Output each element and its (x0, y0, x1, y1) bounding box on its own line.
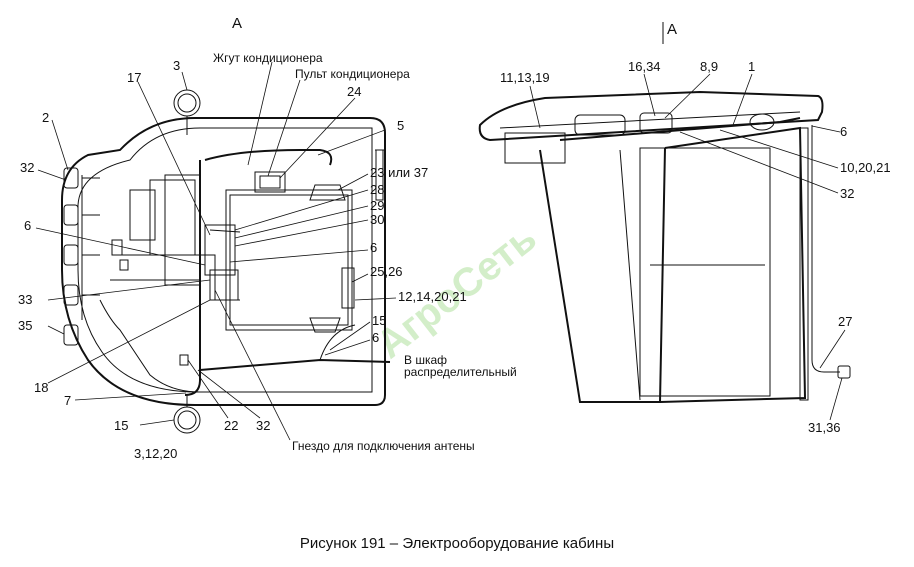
label-7: 7 (64, 393, 71, 408)
left-leaders (35, 61, 397, 441)
ac-control-panel (254, 171, 286, 193)
headliner-panel (229, 194, 349, 326)
fuse-block (209, 269, 239, 301)
left-view (61, 89, 391, 434)
console-block (149, 179, 196, 256)
note-cabinet-1: В шкаф (404, 353, 447, 367)
connector (837, 365, 851, 379)
label-6-right: 6 (840, 124, 847, 139)
label-15-right: 15 (372, 313, 386, 328)
cab-inner-outline (77, 127, 373, 393)
view-label-right: А (667, 21, 677, 38)
roof-unit (504, 132, 566, 164)
label-24: 24 (347, 84, 361, 99)
right-leaders (529, 73, 846, 421)
right-view (478, 22, 851, 403)
label-3: 3 (173, 58, 180, 73)
label-29: 29 (370, 198, 384, 213)
label-23-or-37: 23 или 37 (370, 165, 428, 180)
cab-roof (478, 90, 824, 142)
label-11-13-19: 11,13,19 (500, 70, 550, 85)
label-32-bottom: 32 (256, 418, 270, 433)
relay-block (204, 224, 236, 276)
cab-door (539, 147, 666, 403)
label-3-12-20: 3,12,20 (134, 446, 177, 461)
label-10-20-21: 10,20,21 (840, 160, 891, 175)
cab-side (659, 126, 807, 403)
label-5: 5 (397, 118, 404, 133)
label-33: 33 (18, 292, 32, 307)
label-6-mid: 6 (370, 240, 377, 255)
label-16-34: 16,34 (628, 59, 661, 74)
fan-unit (309, 184, 346, 201)
note-antenna-socket: Гнездо для подключения антены (292, 439, 475, 453)
label-6-low: 6 (372, 330, 379, 345)
label-32-right: 32 (840, 186, 854, 201)
note-cabinet-2: распределительный (404, 365, 517, 379)
cab-outline (61, 117, 386, 406)
label-32-left: 32 (20, 160, 34, 175)
label-28: 28 (370, 182, 384, 197)
label-8-9: 8,9 (700, 59, 718, 74)
note-ac-harness: Жгут кондиционера (213, 51, 323, 65)
label-15-bottom: 15 (114, 418, 128, 433)
label-27: 27 (838, 314, 852, 329)
note-ac-panel: Пульт кондиционера (295, 67, 410, 81)
label-25-26: 25,26 (370, 264, 403, 279)
label-35: 35 (18, 318, 32, 333)
label-1: 1 (748, 59, 755, 74)
label-6-left: 6 (24, 218, 31, 233)
label-31-36: 31,36 (808, 420, 841, 435)
label-17: 17 (127, 70, 141, 85)
label-30: 30 (370, 212, 384, 227)
view-label-left: А (232, 15, 242, 32)
figure-caption: Рисунок 191 – Электрооборудование кабины (300, 535, 614, 552)
label-22: 22 (224, 418, 238, 433)
label-12-14-20-21: 12,14,20,21 (398, 289, 467, 304)
label-2: 2 (42, 110, 49, 125)
label-18: 18 (34, 380, 48, 395)
